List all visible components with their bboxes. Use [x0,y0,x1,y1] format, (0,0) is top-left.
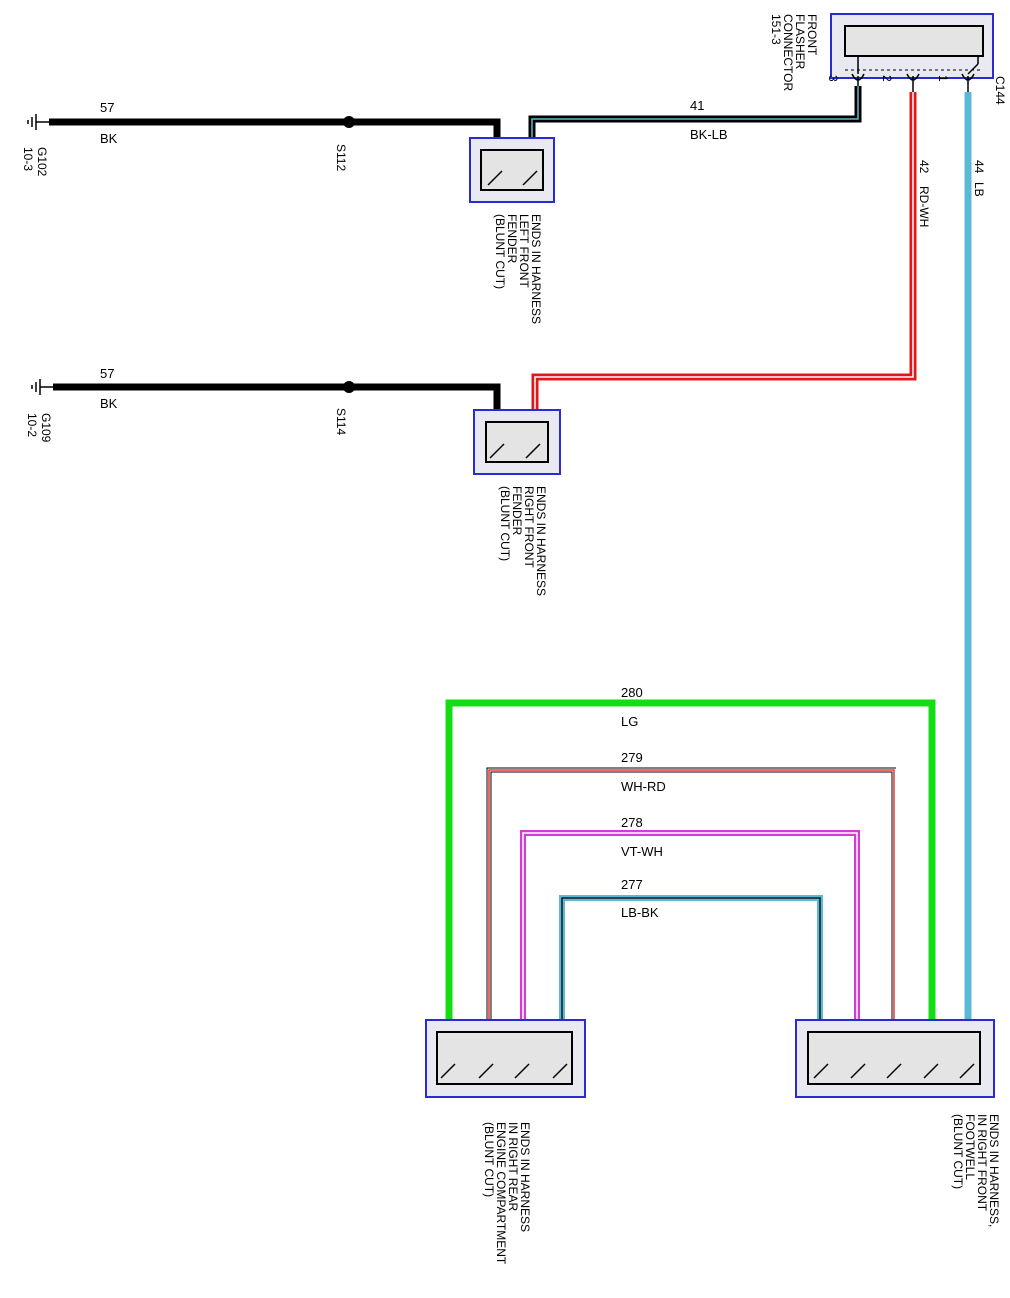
harness-label-line-4: (BLUNT CUT) [482,1122,496,1197]
connector-id-label: C144 [993,76,1007,105]
wire-57-color: BK [100,396,118,411]
harness-end-right-rear-engine [425,1019,586,1098]
wire-57-second [53,383,501,410]
wire-57-circuit: 57 [100,366,114,381]
harness-label-line-2: RIGHT FRONT [522,486,536,568]
wire-57-circuit: 57 [100,100,114,115]
wire-57-top [49,118,501,138]
harness-label-line-4: (BLUNT CUT) [951,1114,965,1189]
connector-pin-1 [961,73,975,92]
connector-title-line-2: FLASHER [793,14,807,70]
splice-s112-label: S112 [334,144,348,171]
ground-page-label: 10-3 [21,147,35,171]
pin-3-label: 3 [826,75,840,82]
pin-2-label: 2 [880,75,894,82]
connector-title-line-3: CONNECTOR [781,14,795,91]
wire-277-circuit: 277 [621,877,643,892]
connector-pin-2 [906,73,920,92]
harness-label-line-4: (BLUNT CUT) [493,214,507,289]
wire-279-circuit: 279 [621,750,643,765]
connector-title-line-4: 151-3 [769,14,783,45]
wire-278-color: VT-WH [621,844,663,859]
wire-280 [445,699,936,1020]
connector-title-line-1: FRONT [805,14,819,56]
harness-label-line-3: FENDER [510,486,524,536]
ground-g102 [27,114,49,130]
wire-44-color: LB [972,182,986,197]
splice-s112 [343,116,355,128]
splice-s114 [343,381,355,393]
wire-41-color: BK-LB [690,127,728,142]
harness-label-line-1: ENDS IN HARNESS [518,1122,532,1232]
wire-42-circuit: 42 [917,160,931,174]
wire-57-color: BK [100,131,118,146]
ground-page-label: 10-2 [25,413,39,437]
harness-label-line-3: FOOTWELL [963,1114,977,1180]
ground-id-label: G102 [35,147,49,177]
wire-277-color: LB-BK [621,905,659,920]
wire-42 [531,92,917,410]
wire-278 [520,830,860,1020]
wire-42-color: RD-WH [917,186,931,227]
harness-label-line-1: ENDS IN HARNESS, [987,1114,1001,1227]
ground-id-label: G109 [39,413,53,443]
wire-44-circuit: 44 [972,160,986,174]
harness-label-line-3: ENGINE COMPARTMENT [494,1122,508,1265]
harness-label-line-2: LEFT FRONT [517,214,531,288]
wire-280-color: LG [621,714,638,729]
harness-label-line-2: IN RIGHT FRONT [975,1114,989,1212]
harness-label-line-3: FENDER [505,214,519,264]
harness-end-right-front-fender [473,409,561,475]
wire-41 [528,86,862,138]
harness-end-left-front-fender [469,137,555,203]
wire-279 [486,767,896,1020]
wire-280-circuit: 280 [621,685,643,700]
harness-label-line-2: IN RIGHT REAR [506,1122,520,1211]
harness-label-line-1: ENDS IN HARNESS [529,214,543,324]
wire-279-color: WH-RD [621,779,666,794]
splice-s114-label: S114 [334,408,348,435]
pin-1-label: 1 [936,75,950,82]
wire-277 [559,895,823,1020]
ground-g109 [31,379,53,395]
wire-41-circuit: 41 [690,98,704,113]
harness-label-line-4: (BLUNT CUT) [498,486,512,561]
wire-278-circuit: 278 [621,815,643,830]
harness-label-line-1: ENDS IN HARNESS [534,486,548,596]
harness-end-right-front-footwell [795,1019,995,1098]
connector-pin-3 [851,73,865,86]
front-flasher-connector [830,13,994,79]
